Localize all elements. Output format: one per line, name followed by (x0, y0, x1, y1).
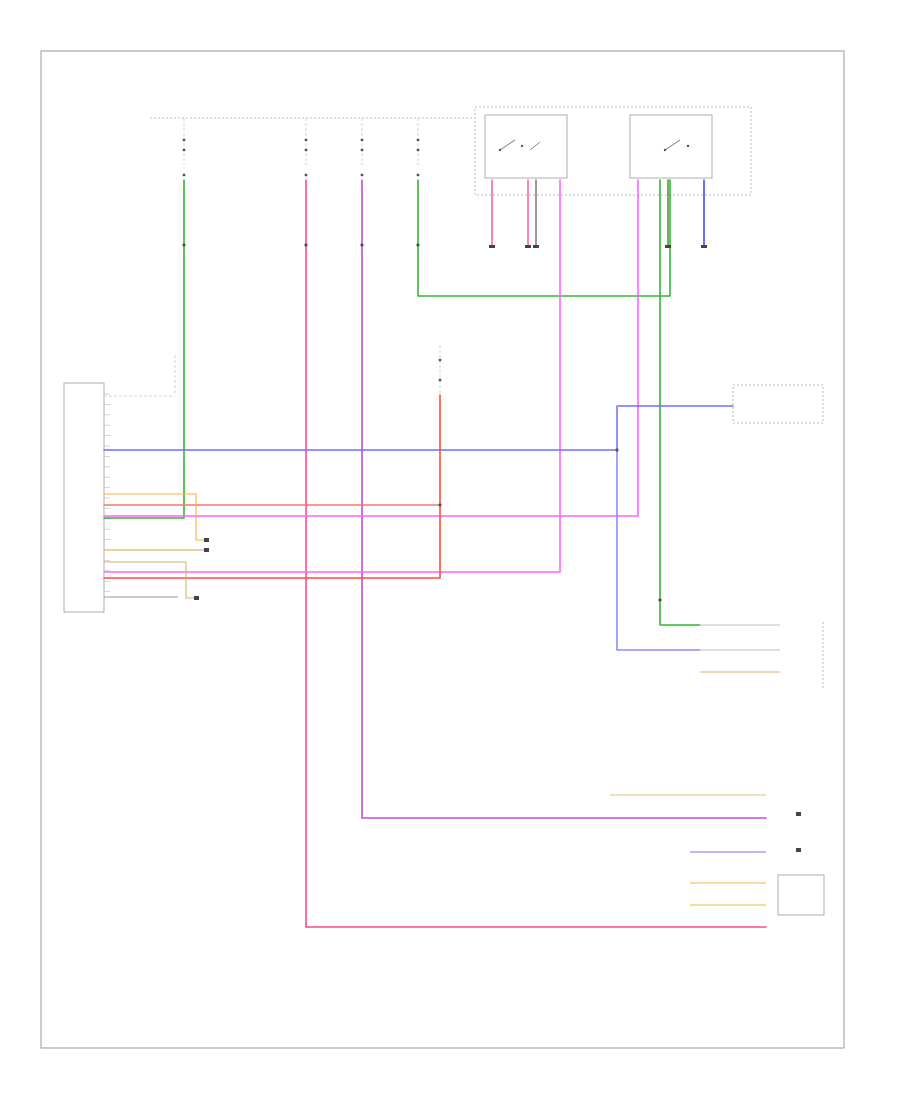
wire-violet-main (361, 179, 767, 819)
switch-assembly-outline (474, 106, 752, 196)
wire-green-1 (103, 179, 185, 519)
wire-orange-1 (104, 493, 206, 541)
wire-tan-1 (104, 561, 196, 599)
switch-1-contacts (498, 139, 541, 152)
connector-box-2 (777, 874, 825, 916)
wire-switch2-out-a (103, 179, 639, 517)
fuse-block-3 (360, 118, 364, 177)
splice-points (182, 243, 662, 602)
wire-red-center (103, 394, 441, 579)
ground-switch1 (489, 245, 539, 248)
switch-2-box (629, 114, 713, 179)
wire-pink-main (305, 179, 767, 928)
instrument-cluster-box (732, 384, 824, 424)
fuse-block-4 (416, 118, 420, 177)
wire-green-switch2 (659, 179, 701, 626)
switch-2-contacts (663, 139, 690, 152)
fuse-block-1 (182, 118, 186, 177)
diagram-frame (40, 50, 845, 1049)
ground-left (194, 538, 209, 600)
ground-switch2 (665, 245, 707, 248)
wire-blue-down (616, 405, 701, 651)
wire-switch1-out-d (103, 179, 561, 573)
fuse-block-2 (304, 118, 308, 177)
control-module-box (63, 382, 105, 613)
wire-green-bus (417, 179, 671, 297)
ground-right (796, 812, 801, 852)
switch-1-box (484, 114, 568, 179)
fuse-block-5 (438, 345, 442, 395)
